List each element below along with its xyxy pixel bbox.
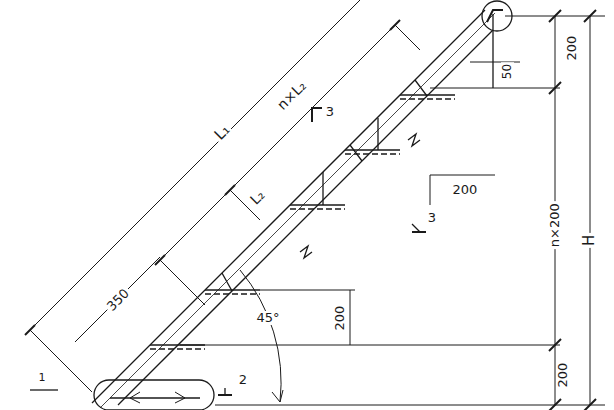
stringer: [92, 10, 485, 403]
dimension-label: 2: [237, 373, 249, 387]
break-mark: [408, 134, 420, 146]
dimension-lines: [25, 0, 420, 392]
dimension-label: H: [582, 232, 599, 247]
section-mark: [312, 108, 322, 122]
arrow-mark: [175, 392, 185, 403]
hook: [487, 10, 503, 22]
dimension-label: 350: [103, 285, 133, 315]
steps: [150, 95, 455, 349]
dimension-label: 50: [501, 62, 514, 81]
arrow-mark: [130, 392, 140, 403]
dimension-label: 200: [333, 304, 347, 333]
detail-oval: [94, 380, 214, 410]
base-plate: [110, 397, 200, 398]
stringer: [118, 30, 493, 405]
dimension-label: n×L₂: [273, 77, 311, 115]
dimension-label: 3: [426, 211, 438, 225]
dimension-label: 3: [324, 105, 336, 119]
arrowhead: [272, 390, 283, 402]
break-mark: [300, 246, 312, 258]
dimension-label: 1: [37, 372, 48, 384]
section-mark: [30, 389, 58, 390]
dimension-label: 200: [565, 34, 579, 63]
dimension-label: 45°: [254, 311, 281, 325]
section-mark: [412, 224, 420, 232]
stringer-edge: [100, 13, 495, 408]
dimension-label: 200: [556, 361, 570, 390]
end-plate: [492, 14, 493, 88]
vertical-dimensions: [180, 10, 605, 410]
dimension-label: 200: [451, 183, 480, 197]
section-mark: [224, 388, 225, 395]
dimension-label: L₁: [210, 120, 235, 145]
dimension-label: n×200: [548, 201, 562, 249]
cross-plates: [222, 80, 427, 291]
dimension-label: L₂: [246, 186, 269, 209]
